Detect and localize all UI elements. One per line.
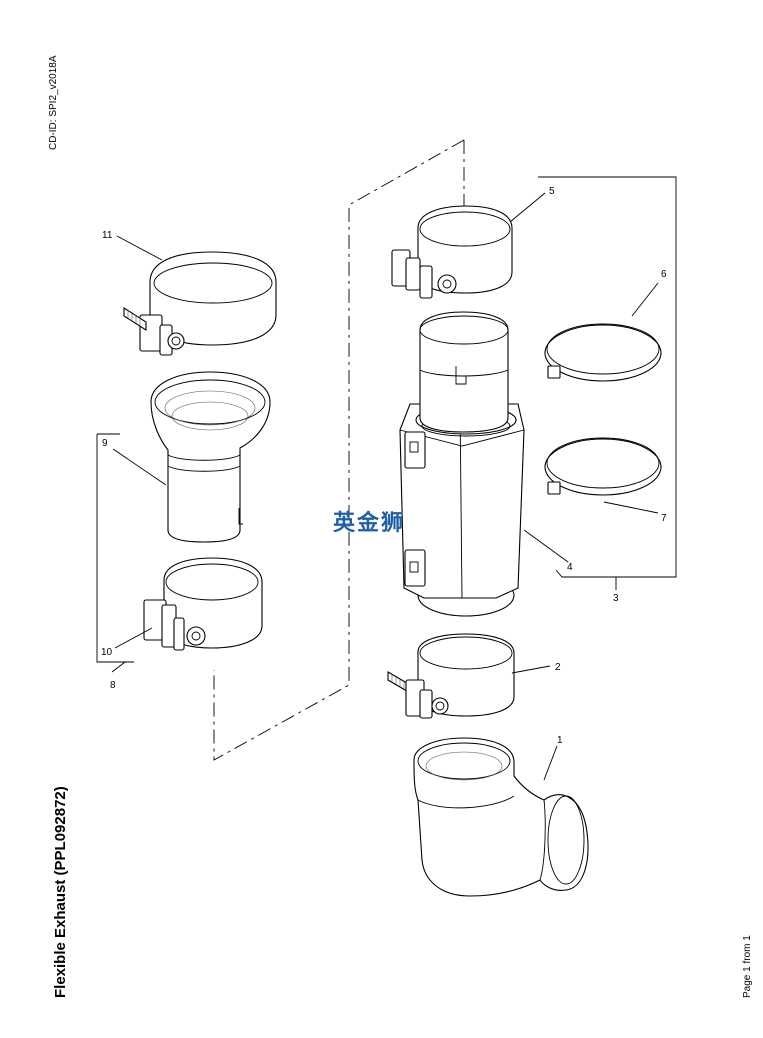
part-1-elbow [413,737,589,897]
leader-lines [96,176,677,781]
part-4-flex-pipe [399,311,525,617]
part-5-clamp [391,205,513,299]
part-7-band-clamp [544,437,662,496]
callout-10: 10 [101,647,113,658]
callout-4: 4 [567,562,573,573]
callout-5: 5 [549,186,555,197]
part-11-clamp [123,251,277,356]
callout-8: 8 [110,680,116,691]
part-10-clamp [143,557,263,651]
callout-7: 7 [661,513,667,524]
callout-1: 1 [557,735,563,746]
callout-9: 9 [102,438,108,449]
part-9-adapter [150,371,271,543]
callout-11: 11 [102,230,113,241]
callout-6: 6 [661,269,667,280]
part-2-clamp [387,633,515,719]
callout-3: 3 [613,593,619,604]
callout-2: 2 [555,662,561,673]
watermark: 英金狮 [333,511,406,536]
part-6-band-clamp [544,323,662,382]
callout-labels: 1 2 3 4 5 6 7 8 9 10 11 [101,186,667,746]
